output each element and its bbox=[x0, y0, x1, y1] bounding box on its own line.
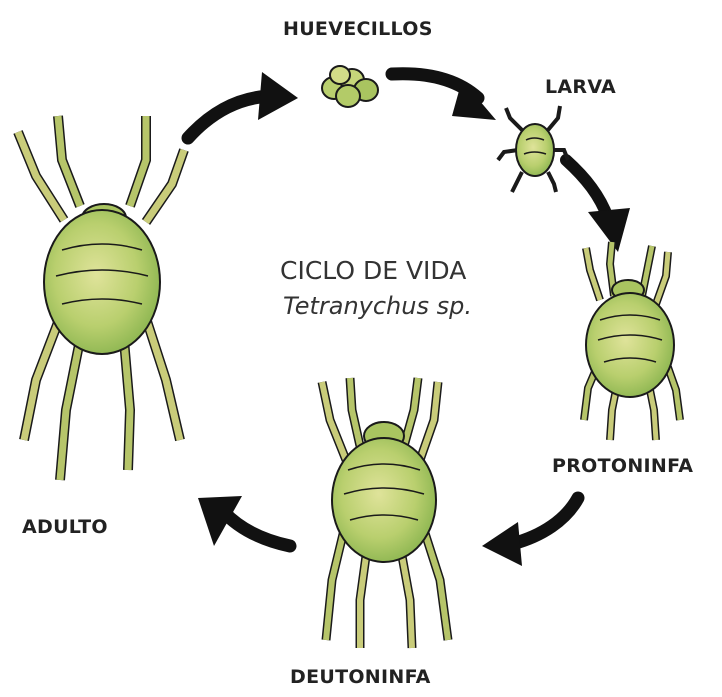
arrow-protonymph-to-deutonymph bbox=[482, 498, 578, 566]
adult-mite bbox=[18, 116, 184, 480]
arrow-adult-to-eggs bbox=[188, 72, 298, 138]
eggs-cluster bbox=[322, 66, 378, 107]
label-adult: ADULTO bbox=[22, 516, 108, 538]
arrow-deutonymph-to-adult bbox=[198, 496, 290, 546]
diagram-title: CICLO DE VIDA bbox=[280, 256, 466, 285]
arrow-larva-to-protonymph bbox=[566, 160, 630, 252]
diagram-subtitle: Tetranychus sp. bbox=[283, 292, 472, 320]
label-protonymph: PROTONINFA bbox=[552, 455, 693, 477]
label-deutonymph: DEUTONINFA bbox=[290, 666, 431, 688]
larva-mite bbox=[498, 106, 568, 192]
label-larva: LARVA bbox=[545, 76, 616, 98]
protonymph-mite bbox=[584, 242, 680, 440]
arrow-eggs-to-larva bbox=[392, 74, 496, 120]
label-eggs: HUEVECILLOS bbox=[283, 18, 433, 40]
deutonymph-mite bbox=[322, 378, 448, 648]
